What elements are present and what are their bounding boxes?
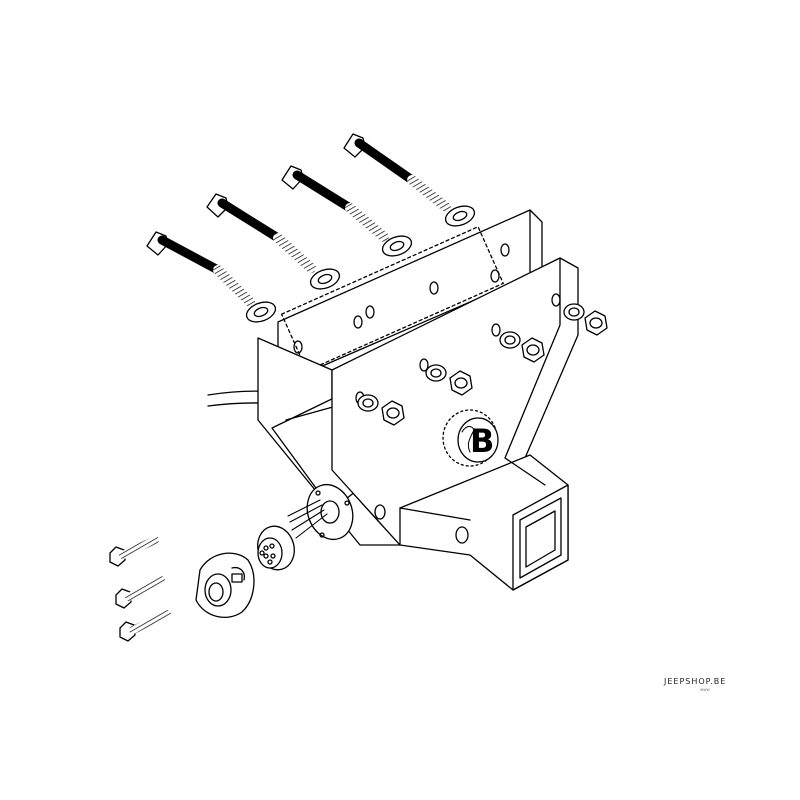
washer-1 <box>245 301 277 323</box>
small-bolt-3 <box>119 610 171 642</box>
logo-letter: B <box>470 422 494 460</box>
washer-4 <box>444 205 476 227</box>
hitch-frame <box>257 257 579 591</box>
long-bolt-4 <box>343 133 451 212</box>
small-bolt-2 <box>115 576 165 609</box>
socket-insert <box>257 525 295 571</box>
long-bolt-3 <box>281 165 389 242</box>
long-bolt-2 <box>206 193 316 273</box>
watermark-logo: JEEPSHOP.BE <box>664 677 727 686</box>
washer-3 <box>381 235 413 257</box>
trailer-socket <box>195 552 255 618</box>
socket-mounting-plate <box>287 483 354 541</box>
washer-nut-2 <box>425 364 473 396</box>
washer-2 <box>309 268 341 290</box>
washer-nut-3 <box>499 331 545 363</box>
long-bolt-1 <box>146 231 255 307</box>
brand-logo-badge <box>442 409 499 467</box>
washer-nut-4 <box>563 303 608 336</box>
small-bolt-1 <box>109 536 159 567</box>
washer-nut-1 <box>357 394 405 426</box>
watermark-sub: www <box>700 687 710 692</box>
